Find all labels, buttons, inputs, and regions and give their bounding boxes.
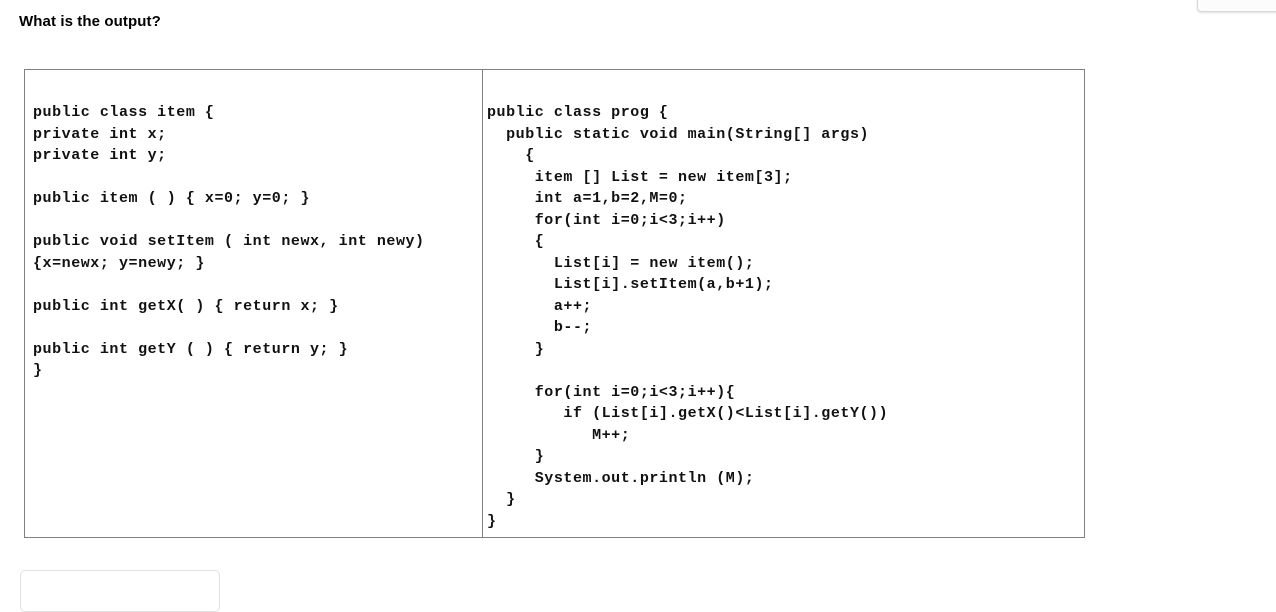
code-pane-right: public class prog { public static void m… [483, 70, 1084, 537]
page-title: What is the output? [19, 13, 161, 30]
item-class-code: public class item { private int x; priva… [33, 104, 425, 379]
code-pane-left: public class item { private int x; priva… [25, 70, 483, 537]
prog-class-code: public class prog { public static void m… [487, 104, 889, 530]
clipped-toolbar-chip[interactable] [1197, 0, 1276, 12]
answer-input-box[interactable] [20, 570, 220, 612]
code-comparison-table: public class item { private int x; priva… [24, 69, 1085, 538]
